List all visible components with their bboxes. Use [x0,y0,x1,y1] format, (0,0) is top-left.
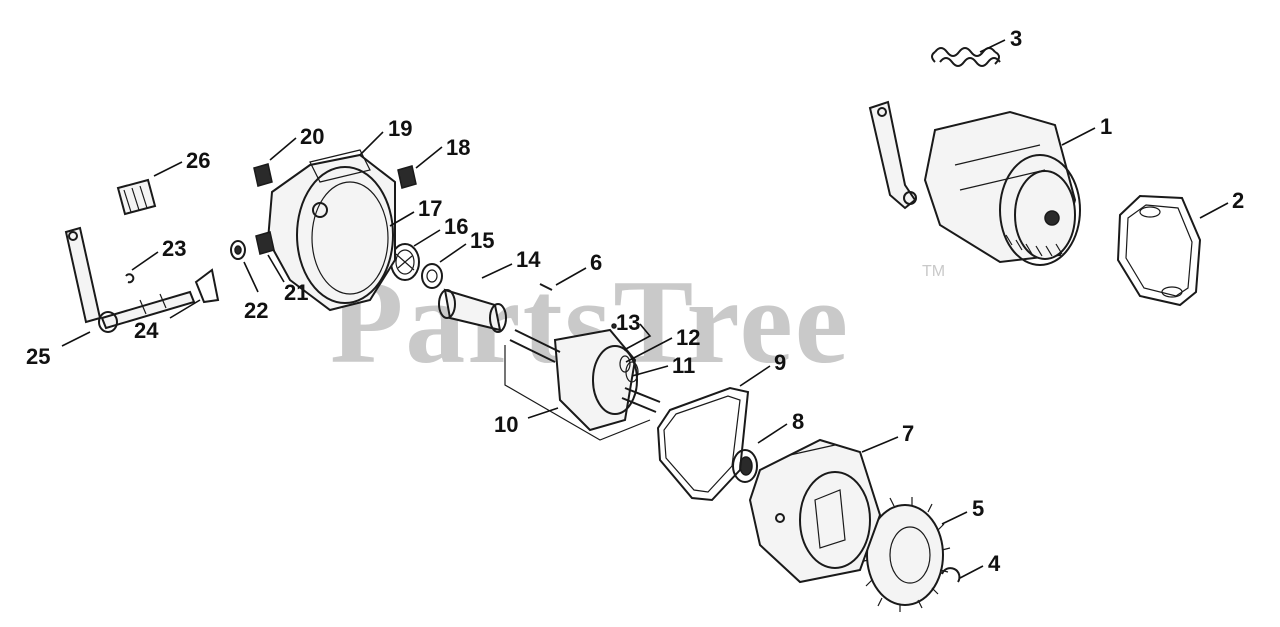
part-23-pin[interactable] [125,273,135,284]
part-12-washer[interactable] [619,355,631,373]
part-3-spring[interactable] [931,47,1001,67]
part-10-shaft-assembly[interactable] [504,328,661,441]
part-24-clip[interactable] [194,268,220,304]
part-1-governor-assembly[interactable] [868,100,1081,266]
part-4-snap-ring[interactable] [941,567,961,583]
part-18-plug[interactable] [397,165,417,189]
part-7-housing[interactable] [748,438,882,584]
callout-23: 23 [162,236,186,261]
callout-14: 14 [516,247,541,272]
callout-10: 10 [494,412,518,437]
callout-22: 22 [244,298,268,323]
part-9-gasket[interactable] [656,386,750,502]
callout-7: 7 [902,421,914,446]
callout-26: 26 [186,148,210,173]
part-22-nut[interactable] [230,240,246,260]
callout-17: 17 [418,196,442,221]
callout-13: 13 [616,310,640,335]
callout-11: 11 [672,353,695,378]
callout-5: 5 [972,496,984,521]
callout-4: 4 [988,551,1001,576]
callout-1: 1 [1100,114,1112,139]
callout-20: 20 [300,124,324,149]
callout-6: 6 [590,250,602,275]
callout-19: 19 [388,116,412,141]
part-20-plug[interactable] [253,163,273,187]
part-15-washer[interactable] [421,263,443,289]
watermark-trademark: TM [922,263,945,280]
part-5-gear[interactable] [859,497,951,612]
part-21-bushing[interactable] [255,231,275,255]
callout-2: 2 [1232,188,1244,213]
part-14-sleeve[interactable] [438,288,507,333]
callout-18: 18 [446,135,470,160]
callout-21: 21 [284,280,308,305]
part-25-lever-shaft[interactable] [64,226,196,333]
callout-15: 15 [470,228,494,253]
part-6-pin[interactable] [539,283,553,291]
part-8-seal[interactable] [732,449,758,483]
callout-3: 3 [1010,26,1022,51]
callout-16: 16 [444,214,468,239]
part-2-gasket[interactable] [1116,194,1202,307]
callout-9: 9 [774,350,786,375]
leader-lines [61,39,1229,579]
part-13-spacer[interactable] [611,323,617,329]
callout-8: 8 [792,409,804,434]
callout-24: 24 [134,318,159,343]
callout-25: 25 [26,344,50,369]
part-26-sleeve[interactable] [116,178,157,216]
part-19-housing[interactable] [266,149,396,312]
callout-12: 12 [676,325,700,350]
callout-labels: 1 2 3 4 5 6 7 8 9 10 11 12 13 14 15 16 1… [26,26,1244,576]
